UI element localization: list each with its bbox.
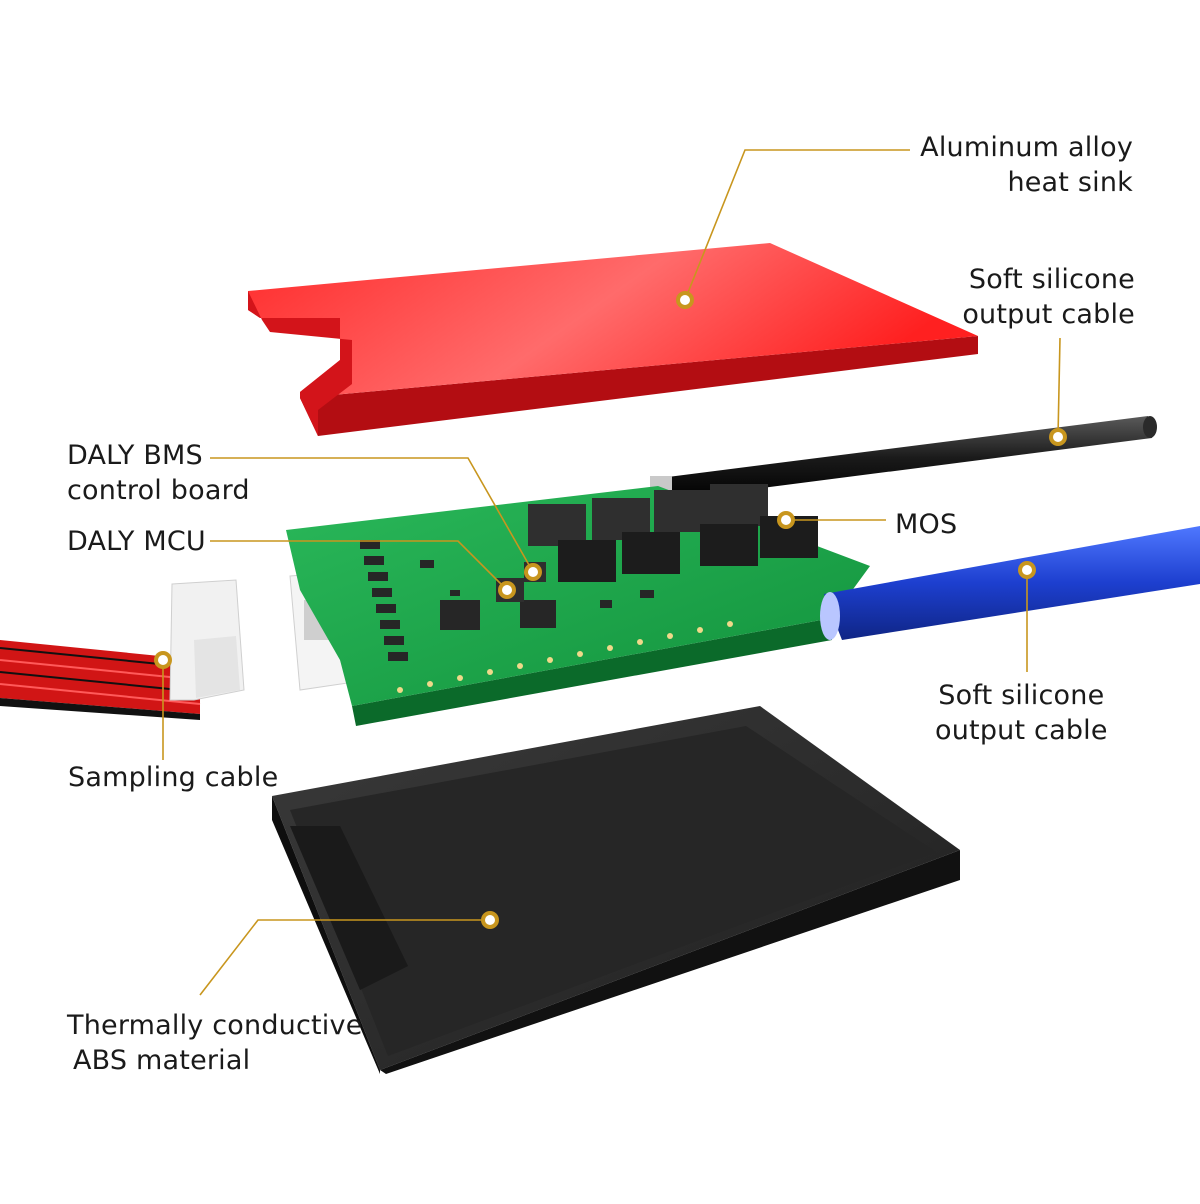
- black-output-cable: [650, 416, 1157, 500]
- silicone-top-label-line-2: output cable: [962, 299, 1135, 330]
- heat-sink-label-line-1: Aluminum alloy: [920, 132, 1133, 163]
- silicone-top-label-line-1: Soft silicone: [968, 264, 1135, 295]
- silicone-top-leader: [1057, 337, 1061, 438]
- abs-label-line-1: Thermally conductive: [67, 1010, 363, 1041]
- abs-case: [272, 706, 960, 1074]
- leader-lines: [162, 149, 1061, 996]
- silicone-bottom-label-line-1: Soft silicone: [938, 680, 1105, 711]
- mcu-label-line-1: DALY MCU: [67, 526, 206, 557]
- sampling-label: Sampling cable: [68, 760, 278, 795]
- abs-label: Thermally conductive ABS material: [67, 1008, 363, 1078]
- callout-dots: [154, 291, 1067, 929]
- bms-board-leader: [210, 457, 534, 573]
- abs-dot: [481, 911, 499, 929]
- mcu-leader: [210, 540, 508, 591]
- bms-board-label-line-1: DALY BMS: [67, 440, 203, 471]
- silicone-top-dot: [1049, 428, 1067, 446]
- sampling-label-line-1: Sampling cable: [68, 762, 279, 793]
- silicone-bottom-label-line-2: output cable: [935, 715, 1108, 746]
- heat-sink-leader: [684, 149, 910, 301]
- bms-board-dot: [524, 563, 542, 581]
- abs-label-line-2: ABS material: [73, 1045, 251, 1076]
- blue-output-cable: [820, 526, 1200, 640]
- sampling-dot: [154, 651, 172, 669]
- mcu-dot: [498, 581, 516, 599]
- heat-sink-dot: [676, 291, 694, 309]
- silicone-top-label: Soft silicone output cable: [962, 262, 1135, 332]
- bms-board-label-line-2: control board: [67, 475, 250, 506]
- silicone-bottom-label: Soft silicone output cable: [935, 678, 1108, 748]
- mos-label-line-1: MOS: [895, 509, 958, 540]
- heat-sink-label-line-2: heat sink: [1007, 167, 1133, 198]
- silicone-bottom-dot: [1018, 561, 1036, 579]
- bms-board-label: DALY BMS control board: [67, 438, 250, 508]
- mos-dot: [777, 511, 795, 529]
- mos-label: MOS: [895, 507, 957, 542]
- mcu-label: DALY MCU: [67, 524, 206, 559]
- heat-sink-label: Aluminum alloy heat sink: [920, 130, 1133, 200]
- heat-sink: [248, 243, 978, 436]
- abs-leader: [199, 919, 490, 996]
